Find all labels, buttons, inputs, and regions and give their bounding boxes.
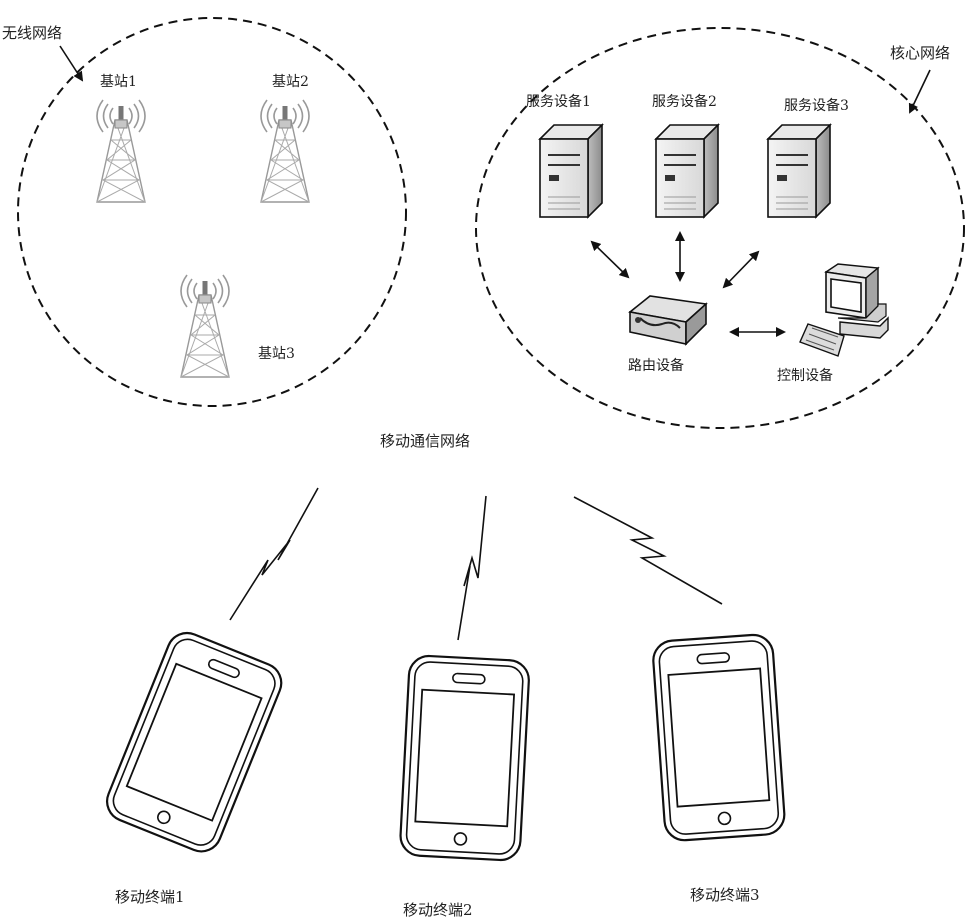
mobile-terminal-1-label: 移动终端1 <box>115 888 185 906</box>
wireless-network-label: 无线网络 <box>2 24 62 42</box>
server-icon-1 <box>540 125 602 217</box>
core-network-boundary <box>476 28 964 428</box>
computer-icon <box>800 264 888 356</box>
server-3-router-link-arrow <box>724 252 758 287</box>
mobile-terminal-3-icon <box>652 634 786 842</box>
core-network-label: 核心网络 <box>890 44 950 62</box>
router-label: 路由设备 <box>628 357 684 374</box>
cell-tower-icon-1 <box>97 100 145 202</box>
base-station-3-label: 基站3 <box>258 345 295 362</box>
control-device-label: 控制设备 <box>777 367 833 384</box>
router-icon <box>630 296 706 344</box>
core-network-pointer-arrow <box>910 70 930 112</box>
mobile-terminal-2-icon <box>400 655 530 861</box>
mobile-terminal-2-label: 移动终端2 <box>403 901 473 919</box>
cell-tower-icon-3 <box>181 275 229 377</box>
wireless-signal-1-icon <box>230 488 318 620</box>
mobile-terminal-3-label: 移动终端3 <box>690 886 760 904</box>
wireless-network-pointer-arrow <box>60 46 82 80</box>
server-icon-3 <box>768 125 830 217</box>
wireless-signal-3-icon <box>574 497 722 604</box>
cell-tower-icon-2 <box>261 100 309 202</box>
server-3-label: 服务设备3 <box>784 97 849 114</box>
mobile-terminal-1-icon <box>101 627 287 857</box>
server-icon-2 <box>656 125 718 217</box>
base-station-1-label: 基站1 <box>100 73 137 90</box>
server-2-label: 服务设备2 <box>652 93 717 110</box>
server-1-router-link-arrow <box>592 242 628 277</box>
base-station-2-label: 基站2 <box>272 73 309 90</box>
mobile-network-label: 移动通信网络 <box>380 432 470 450</box>
server-1-label: 服务设备1 <box>526 93 591 110</box>
wireless-signal-2-icon <box>458 496 486 640</box>
